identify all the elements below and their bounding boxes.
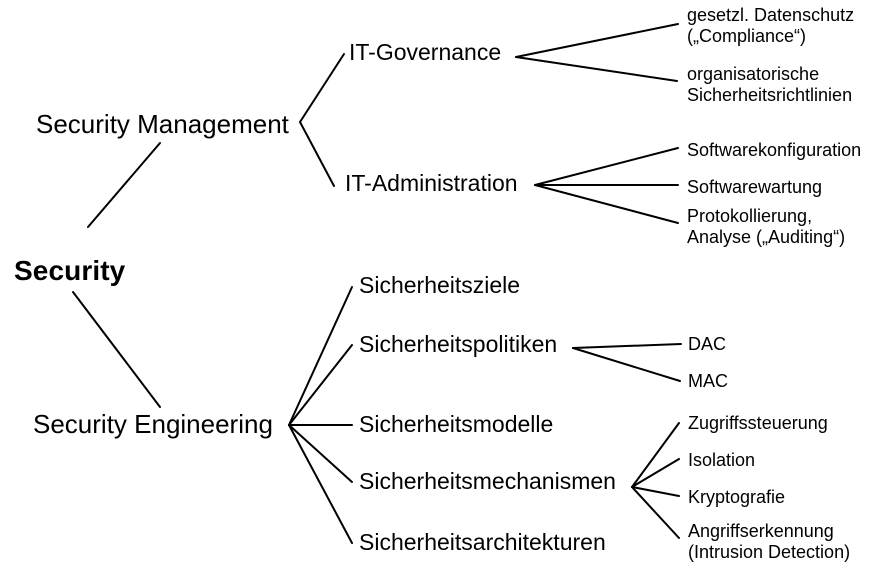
edge-engineering-to-sicherheitsmechanismen (288, 424, 353, 483)
node-sicherheitsziele[interactable]: Sicherheitsziele (359, 272, 521, 298)
edge-management-to-it-governance (299, 53, 345, 123)
edge-politiken-to-dac (572, 343, 682, 349)
node-leaf-isolation[interactable]: Isolation (688, 450, 755, 471)
edge-engineering-to-sicherheitsarchitekturen (288, 424, 353, 544)
leaf-line-1: Kryptografie (688, 487, 786, 507)
node-sicherheitsmechanismen[interactable]: Sicherheitsmechanismen (359, 468, 616, 494)
node-security-management[interactable]: Security Management (36, 109, 289, 139)
node-leaf-zugriffssteuerung[interactable]: Zugriffssteuerung (688, 413, 828, 434)
leaf-line-1: Protokollierung, (687, 206, 813, 226)
node-it-administration[interactable]: IT-Administration (345, 170, 518, 196)
node-leaf-softwarekonfiguration[interactable]: Softwarekonfiguration (687, 140, 861, 161)
edge-mechanismen-to-zugriffssteuerung (631, 422, 680, 488)
node-sicherheitsmodelle[interactable]: Sicherheitsmodelle (359, 411, 554, 437)
node-leaf-mac[interactable]: MAC (688, 371, 728, 392)
node-security-root[interactable]: Security (14, 255, 126, 286)
node-it-governance[interactable]: IT-Governance (349, 39, 502, 65)
node-leaf-protokollierung-analyse[interactable]: Protokollierung, Analyse („Auditing“) (687, 206, 845, 248)
edge-mechanismen-to-angriffserkennung (631, 486, 680, 539)
leaf-line-1: DAC (688, 334, 727, 354)
node-sicherheitsarchitekturen[interactable]: Sicherheitsarchitekturen (359, 529, 606, 555)
node-leaf-kryptografie[interactable]: Kryptografie (688, 487, 785, 508)
edge-politiken-to-mac (572, 347, 681, 382)
leaf-line-2: („Compliance“) (687, 25, 807, 46)
leaf-line-1: organisatorische (687, 64, 820, 84)
edge-security-to-security-engineering (72, 291, 161, 408)
edge-mechanismen-to-kryptografie (631, 486, 680, 497)
node-leaf-organisatorische-sicherheitsrichtlinien[interactable]: organisatorische Sicherheitsrichtlinien (687, 64, 852, 106)
leaf-line-2: (Intrusion Detection) (688, 541, 851, 562)
edge-governance-to-datenschutz (515, 23, 679, 58)
leaf-line-2: Sicherheitsrichtlinien (687, 84, 853, 105)
leaf-line-2: Analyse („Auditing“) (687, 226, 846, 247)
leaf-line-1: Angriffserkennung (688, 521, 834, 541)
node-leaf-softwarewartung[interactable]: Softwarewartung (687, 177, 822, 198)
edge-mechanismen-to-isolation (631, 458, 680, 488)
edge-governance-to-sicherheitsrichtlinien (515, 56, 678, 82)
node-leaf-angriffserkennung[interactable]: Angriffserkennung (Intrusion Detection) (688, 521, 850, 563)
edge-security-to-security-management (87, 142, 161, 228)
leaf-line-1: Softwarewartung (687, 177, 823, 197)
edge-engineering-to-sicherheitsziele (288, 286, 353, 426)
node-security-engineering[interactable]: Security Engineering (33, 409, 273, 439)
node-leaf-dac[interactable]: DAC (688, 334, 726, 355)
edge-administration-to-softwarekonfiguration (534, 147, 679, 186)
edge-management-to-it-administration (299, 121, 335, 187)
node-leaf-gesetzl-datenschutz[interactable]: gesetzl. Datenschutz („Compliance“) (687, 5, 854, 47)
leaf-line-1: Softwarekonfiguration (687, 140, 862, 160)
leaf-line-1: MAC (688, 371, 728, 391)
node-sicherheitspolitiken[interactable]: Sicherheitspolitiken (359, 331, 558, 357)
edge-engineering-to-sicherheitspolitiken (288, 344, 353, 426)
leaf-line-1: Isolation (688, 450, 756, 470)
leaf-line-1: Zugriffssteuerung (688, 413, 828, 433)
leaf-line-1: gesetzl. Datenschutz (687, 5, 855, 25)
edge-administration-to-protokollierung (534, 184, 679, 224)
